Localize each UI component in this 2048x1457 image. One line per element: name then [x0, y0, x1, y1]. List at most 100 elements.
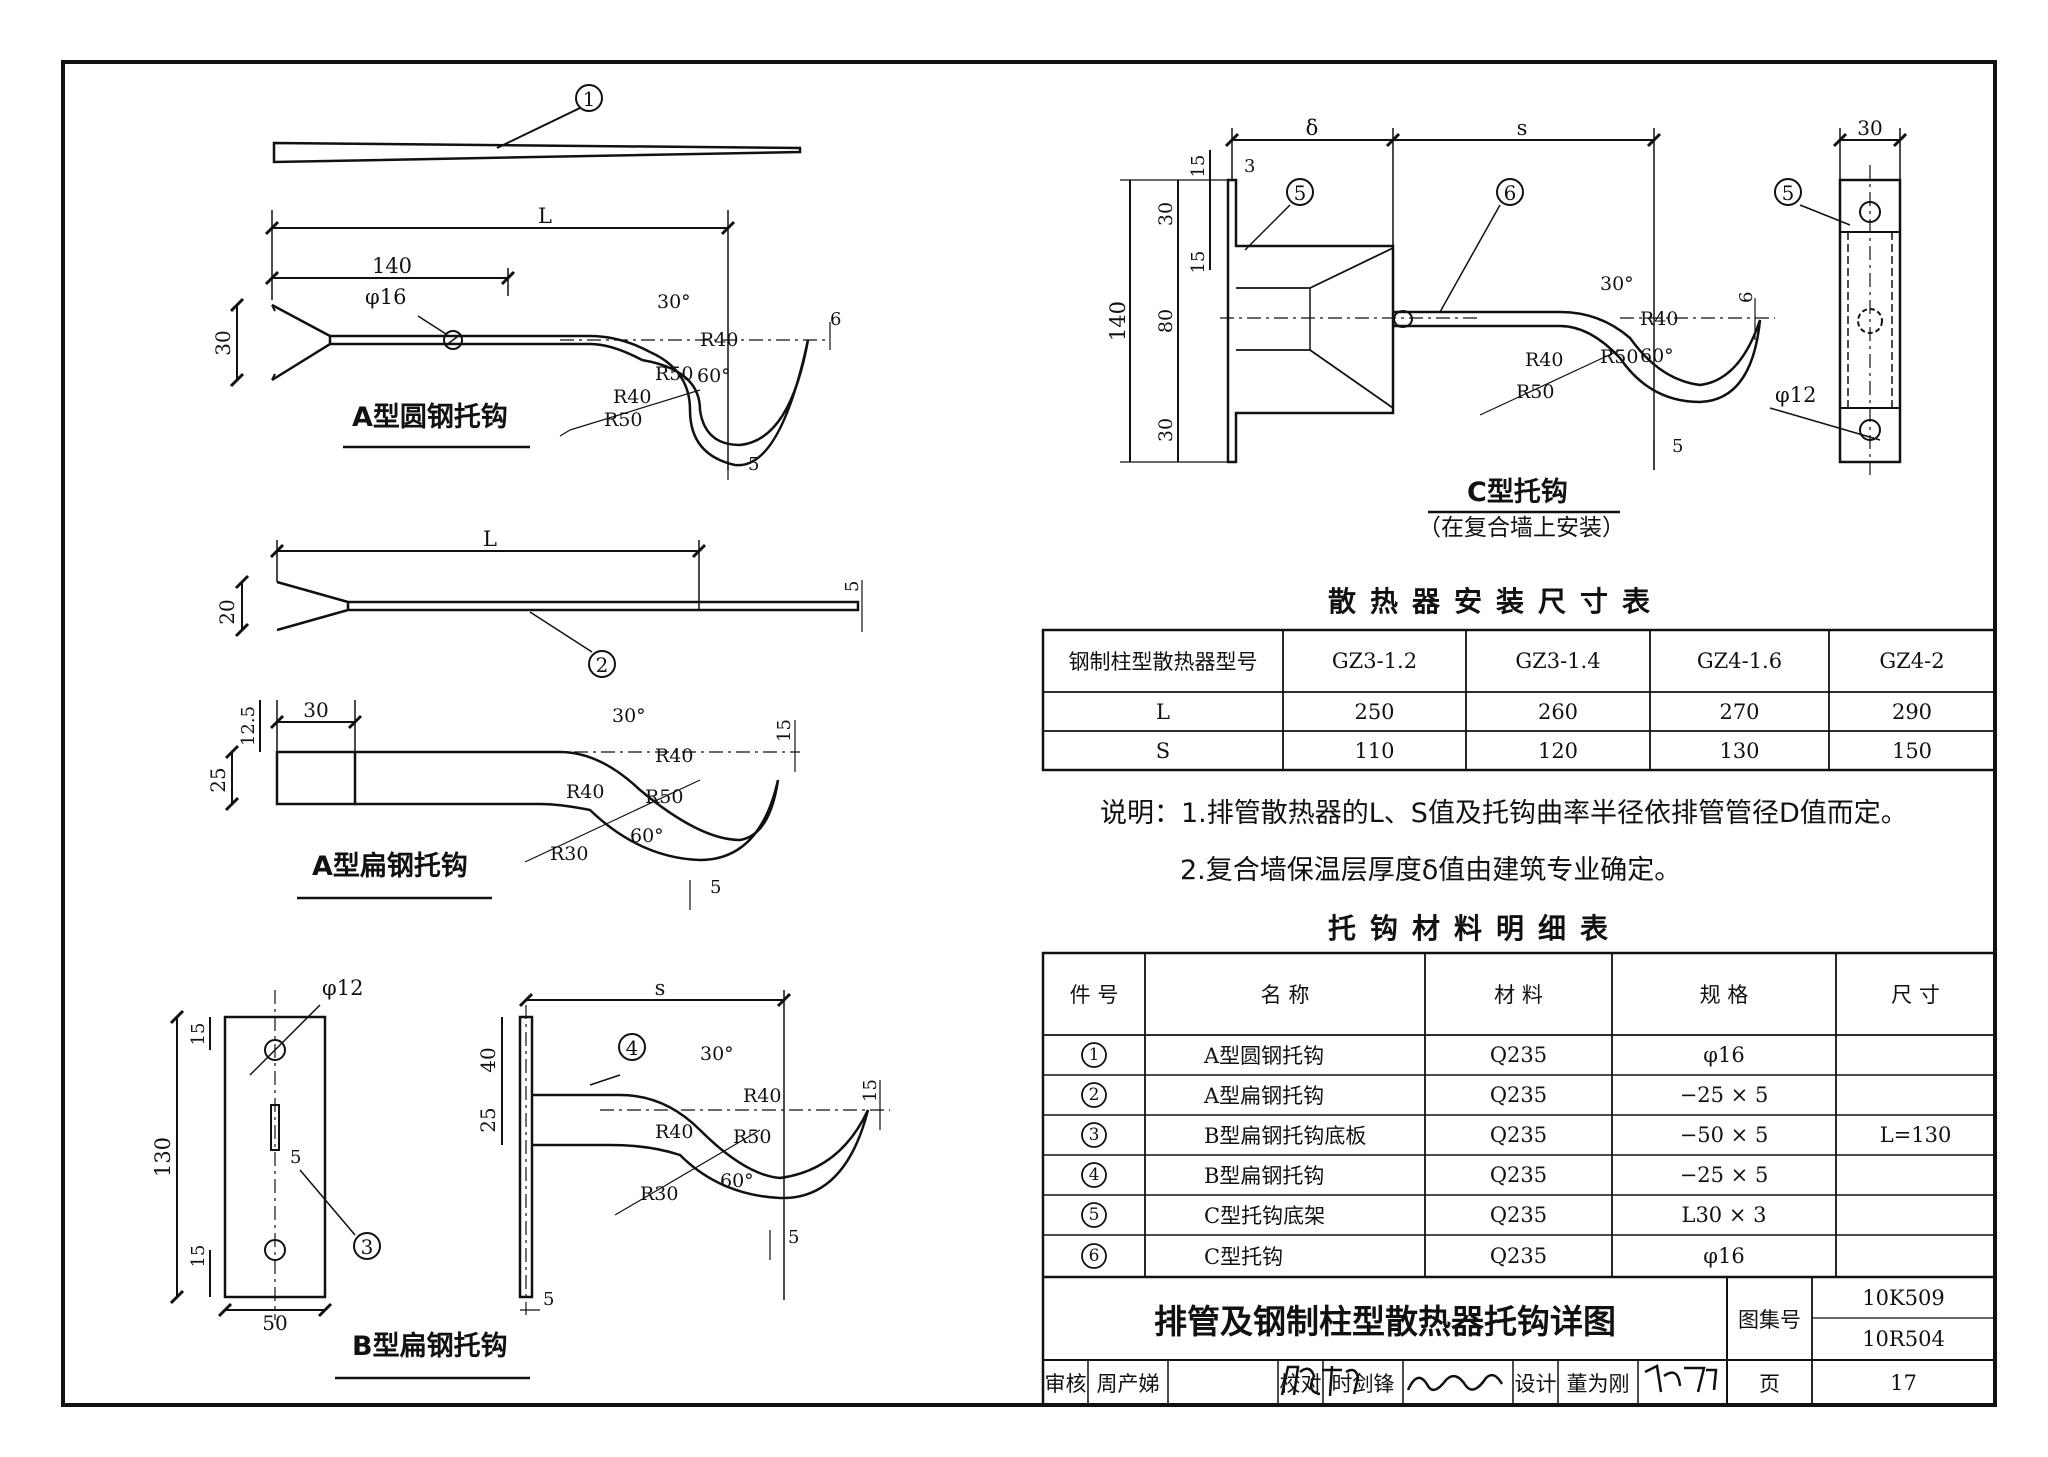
install-header-1: GZ3-1.2: [1331, 649, 1418, 673]
dim-20: 20: [215, 599, 239, 624]
drawing-title: 排管及钢制柱型散热器托钩详图: [1154, 1301, 1616, 1341]
r40-flat-a: R40: [655, 745, 693, 767]
dim-3-c: 3: [1244, 156, 1255, 177]
material-header-3: 规 格: [1699, 983, 1749, 1007]
check-label: 校对: [1279, 1371, 1322, 1396]
atlas-no-1: 10K509: [1862, 1285, 1945, 1310]
install-table-title: 散热器安装尺寸表: [1328, 585, 1665, 618]
material-size: [1836, 1075, 1995, 1115]
balloon-5-side: 5: [1782, 181, 1795, 205]
material-spec: L30 × 3: [1681, 1203, 1767, 1227]
install-cell: 260: [1537, 699, 1579, 724]
material-item-no: 4: [1088, 1165, 1100, 1185]
dim-5-c: 5: [1672, 436, 1683, 457]
material-material: Q235: [1489, 1203, 1548, 1227]
b-plate-view: φ12 130 15 15 50 5 3: [151, 976, 381, 1335]
caption-a-flat: A型扁钢托钩: [312, 851, 468, 882]
dim-15-c-mid: 15: [1188, 251, 1209, 274]
dim-30-flat: 30: [303, 698, 328, 722]
dim-s-c: s: [1517, 116, 1528, 140]
material-name: C型托钩: [1204, 1245, 1284, 1269]
signature-designer: [1644, 1364, 1718, 1393]
b-hook-view: s 40 25 4 30° R40 R40 R50 60° R30 15 5 5: [335, 976, 890, 1380]
install-cell: 120: [1537, 738, 1579, 763]
dim-40-b: 40: [476, 1047, 500, 1072]
material-material: Q235: [1489, 1083, 1548, 1107]
material-material: Q235: [1489, 1043, 1548, 1067]
dim-30-c-bot: 30: [1155, 418, 1177, 442]
material-item-no: 3: [1088, 1125, 1100, 1145]
material-header-1: 名 称: [1260, 983, 1310, 1007]
r40-a: R40: [700, 329, 738, 351]
material-name: A型扁钢托钩: [1204, 1084, 1325, 1108]
install-cell: 110: [1354, 738, 1395, 763]
review-label: 审核: [1044, 1371, 1087, 1396]
dim-25-flat: 25: [206, 767, 230, 792]
r30-flat: R30: [550, 843, 588, 865]
r30-b: R30: [640, 1183, 678, 1205]
signature-reviewer: [1280, 1365, 1360, 1397]
balloon-3: 3: [361, 1235, 374, 1259]
part-1-bar: 1: [272, 84, 802, 164]
ang30: 30°: [657, 291, 691, 313]
dim-50: 50: [262, 1311, 287, 1335]
r50-b: R50: [733, 1126, 771, 1148]
material-name: B型扁钢托钩底板: [1204, 1124, 1367, 1148]
caption-b-flat: B型扁钢托钩: [352, 1331, 508, 1362]
install-header-4: GZ4-2: [1879, 649, 1945, 673]
ang30-flat: 30°: [612, 705, 646, 727]
material-spec: −50 × 5: [1679, 1123, 1769, 1147]
designer-name: 董为刚: [1566, 1371, 1630, 1396]
dim-5-b-b: 5: [543, 1289, 554, 1310]
material-size: [1836, 1035, 1995, 1075]
balloon-1: 1: [583, 87, 596, 111]
dim-15-b-top: 15: [188, 1023, 209, 1046]
material-spec: −25 × 5: [1679, 1083, 1769, 1107]
c-hook-view: δ s 5 6 140 30 80 30 15 15 3 30° R40 R50…: [1106, 116, 1775, 514]
dim-25-b: 25: [476, 1107, 500, 1132]
material-item-no: 2: [1088, 1085, 1100, 1105]
material-header-0: 件 号: [1069, 983, 1119, 1007]
reviewer-name: 周产娣: [1096, 1371, 1160, 1396]
r40-b-b: R40: [655, 1121, 693, 1143]
r50-flat: R50: [645, 786, 683, 808]
dim-5-b: 5: [290, 1147, 301, 1168]
install-cell: 290: [1891, 699, 1933, 724]
ang60: 60°: [697, 365, 731, 387]
material-balloons: [1081, 1042, 1107, 1269]
dim-30: 30: [211, 330, 235, 355]
dim-5-2: 5: [842, 581, 863, 592]
note-2: 2.复合墙保温层厚度δ值由建筑专业确定。: [1180, 855, 1682, 886]
dim-5-flat: 5: [710, 877, 721, 898]
a-flat-top-view: L 20 5 2: [215, 527, 863, 678]
dim-15-flat: 15: [774, 719, 795, 742]
dim-phi16: φ16: [365, 285, 406, 309]
dim-130: 130: [151, 1137, 175, 1177]
material-spec: φ16: [1703, 1244, 1745, 1268]
material-item-no: 6: [1088, 1246, 1100, 1266]
c-side-view: 30 5 φ12: [1769, 116, 1908, 475]
ang60-flat: 60°: [630, 825, 664, 847]
material-size: L=130: [1879, 1123, 1952, 1147]
r40-flat-b: R40: [566, 781, 604, 803]
dim-80-c: 80: [1155, 309, 1177, 333]
dim-L-2: L: [483, 527, 497, 551]
material-spec: −25 × 5: [1679, 1163, 1769, 1187]
material-material: Q235: [1489, 1244, 1548, 1268]
material-item-no: 5: [1088, 1205, 1100, 1225]
dim-6-c: 6: [1736, 292, 1757, 303]
install-cell: S: [1155, 738, 1171, 763]
dim-5: 5: [748, 454, 759, 475]
dim-phi12-side: φ12: [1775, 383, 1816, 407]
install-cell: 150: [1891, 738, 1933, 763]
install-cell: 130: [1719, 738, 1760, 763]
material-header-4: 尺 寸: [1891, 983, 1940, 1007]
a-round-hook-view: L 140 30 φ16 30° R40 R50 60° R40 R50 6 5: [211, 204, 841, 480]
material-header-2: 材 料: [1494, 983, 1543, 1007]
material-size: [1836, 1195, 1995, 1235]
install-header-2: GZ3-1.4: [1515, 649, 1601, 673]
r50-b: R50: [604, 409, 642, 431]
material-table-title: 托钩材料明细表: [1328, 912, 1623, 945]
